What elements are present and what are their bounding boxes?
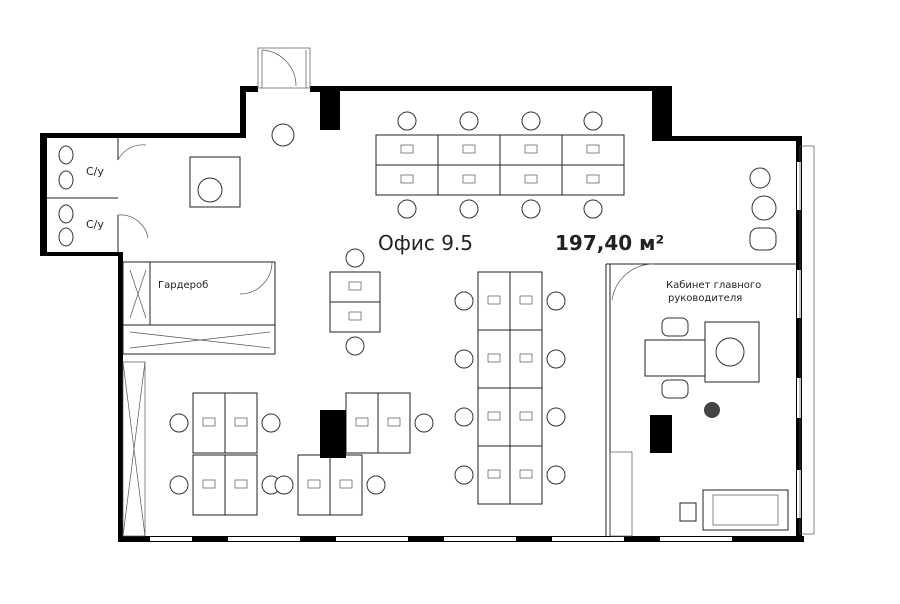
chair	[274, 475, 294, 495]
workstations-center	[329, 248, 381, 356]
workstations-bottom-left	[169, 392, 434, 516]
desk	[345, 392, 379, 454]
desk	[437, 134, 501, 166]
desk	[329, 301, 381, 333]
desk	[437, 164, 501, 196]
chair	[454, 407, 474, 427]
armchair	[749, 227, 777, 251]
chair	[397, 199, 417, 219]
desk	[375, 134, 439, 166]
desk	[509, 329, 543, 389]
wc-label: С/у	[86, 218, 104, 231]
entrance-door	[257, 47, 311, 89]
chair	[459, 111, 479, 131]
desk	[509, 271, 543, 331]
wc-area: С/у С/у	[47, 138, 149, 252]
chair	[459, 199, 479, 219]
director-office: Кабинет главного руководителя	[605, 263, 796, 537]
wc-label: С/у	[86, 165, 104, 178]
workstations-right	[454, 271, 566, 505]
wardrobe-room: Гардероб	[122, 261, 276, 355]
chair	[521, 199, 541, 219]
desk	[224, 392, 258, 454]
chair	[583, 111, 603, 131]
chair	[366, 475, 386, 495]
office-area: 197,40 м²	[555, 231, 664, 255]
desk	[477, 445, 511, 505]
chair	[261, 413, 281, 433]
desk	[477, 329, 511, 389]
desk	[192, 454, 226, 516]
chair	[454, 349, 474, 369]
desk	[561, 164, 625, 196]
desk	[192, 392, 226, 454]
chair	[345, 336, 365, 356]
desk	[477, 271, 511, 331]
desk	[375, 164, 439, 196]
chair	[169, 413, 189, 433]
desk	[297, 454, 331, 516]
wardrobe-label: Гардероб	[158, 280, 208, 291]
chair	[414, 413, 434, 433]
desk	[499, 134, 563, 166]
chair	[454, 465, 474, 485]
desk	[561, 134, 625, 166]
desk	[329, 454, 363, 516]
desk	[509, 387, 543, 447]
desk	[329, 271, 381, 303]
chair	[397, 111, 417, 131]
chair	[521, 111, 541, 131]
desk	[377, 392, 411, 454]
chair	[583, 199, 603, 219]
chair	[546, 407, 566, 427]
director-office-label-line1: Кабинет главного	[666, 280, 761, 291]
director-office-label-line2: руководителя	[668, 293, 742, 304]
desk	[477, 387, 511, 447]
chair	[546, 465, 566, 485]
office-name: Офис 9.5	[378, 231, 473, 255]
desk	[509, 445, 543, 505]
round-table	[751, 195, 777, 221]
chair	[169, 475, 189, 495]
chair	[546, 291, 566, 311]
desk	[499, 164, 563, 196]
workstations-top	[375, 111, 625, 219]
shaft	[122, 361, 146, 537]
chair	[345, 248, 365, 268]
chair	[454, 291, 474, 311]
desk	[224, 454, 258, 516]
chair	[546, 349, 566, 369]
walls	[40, 86, 815, 542]
